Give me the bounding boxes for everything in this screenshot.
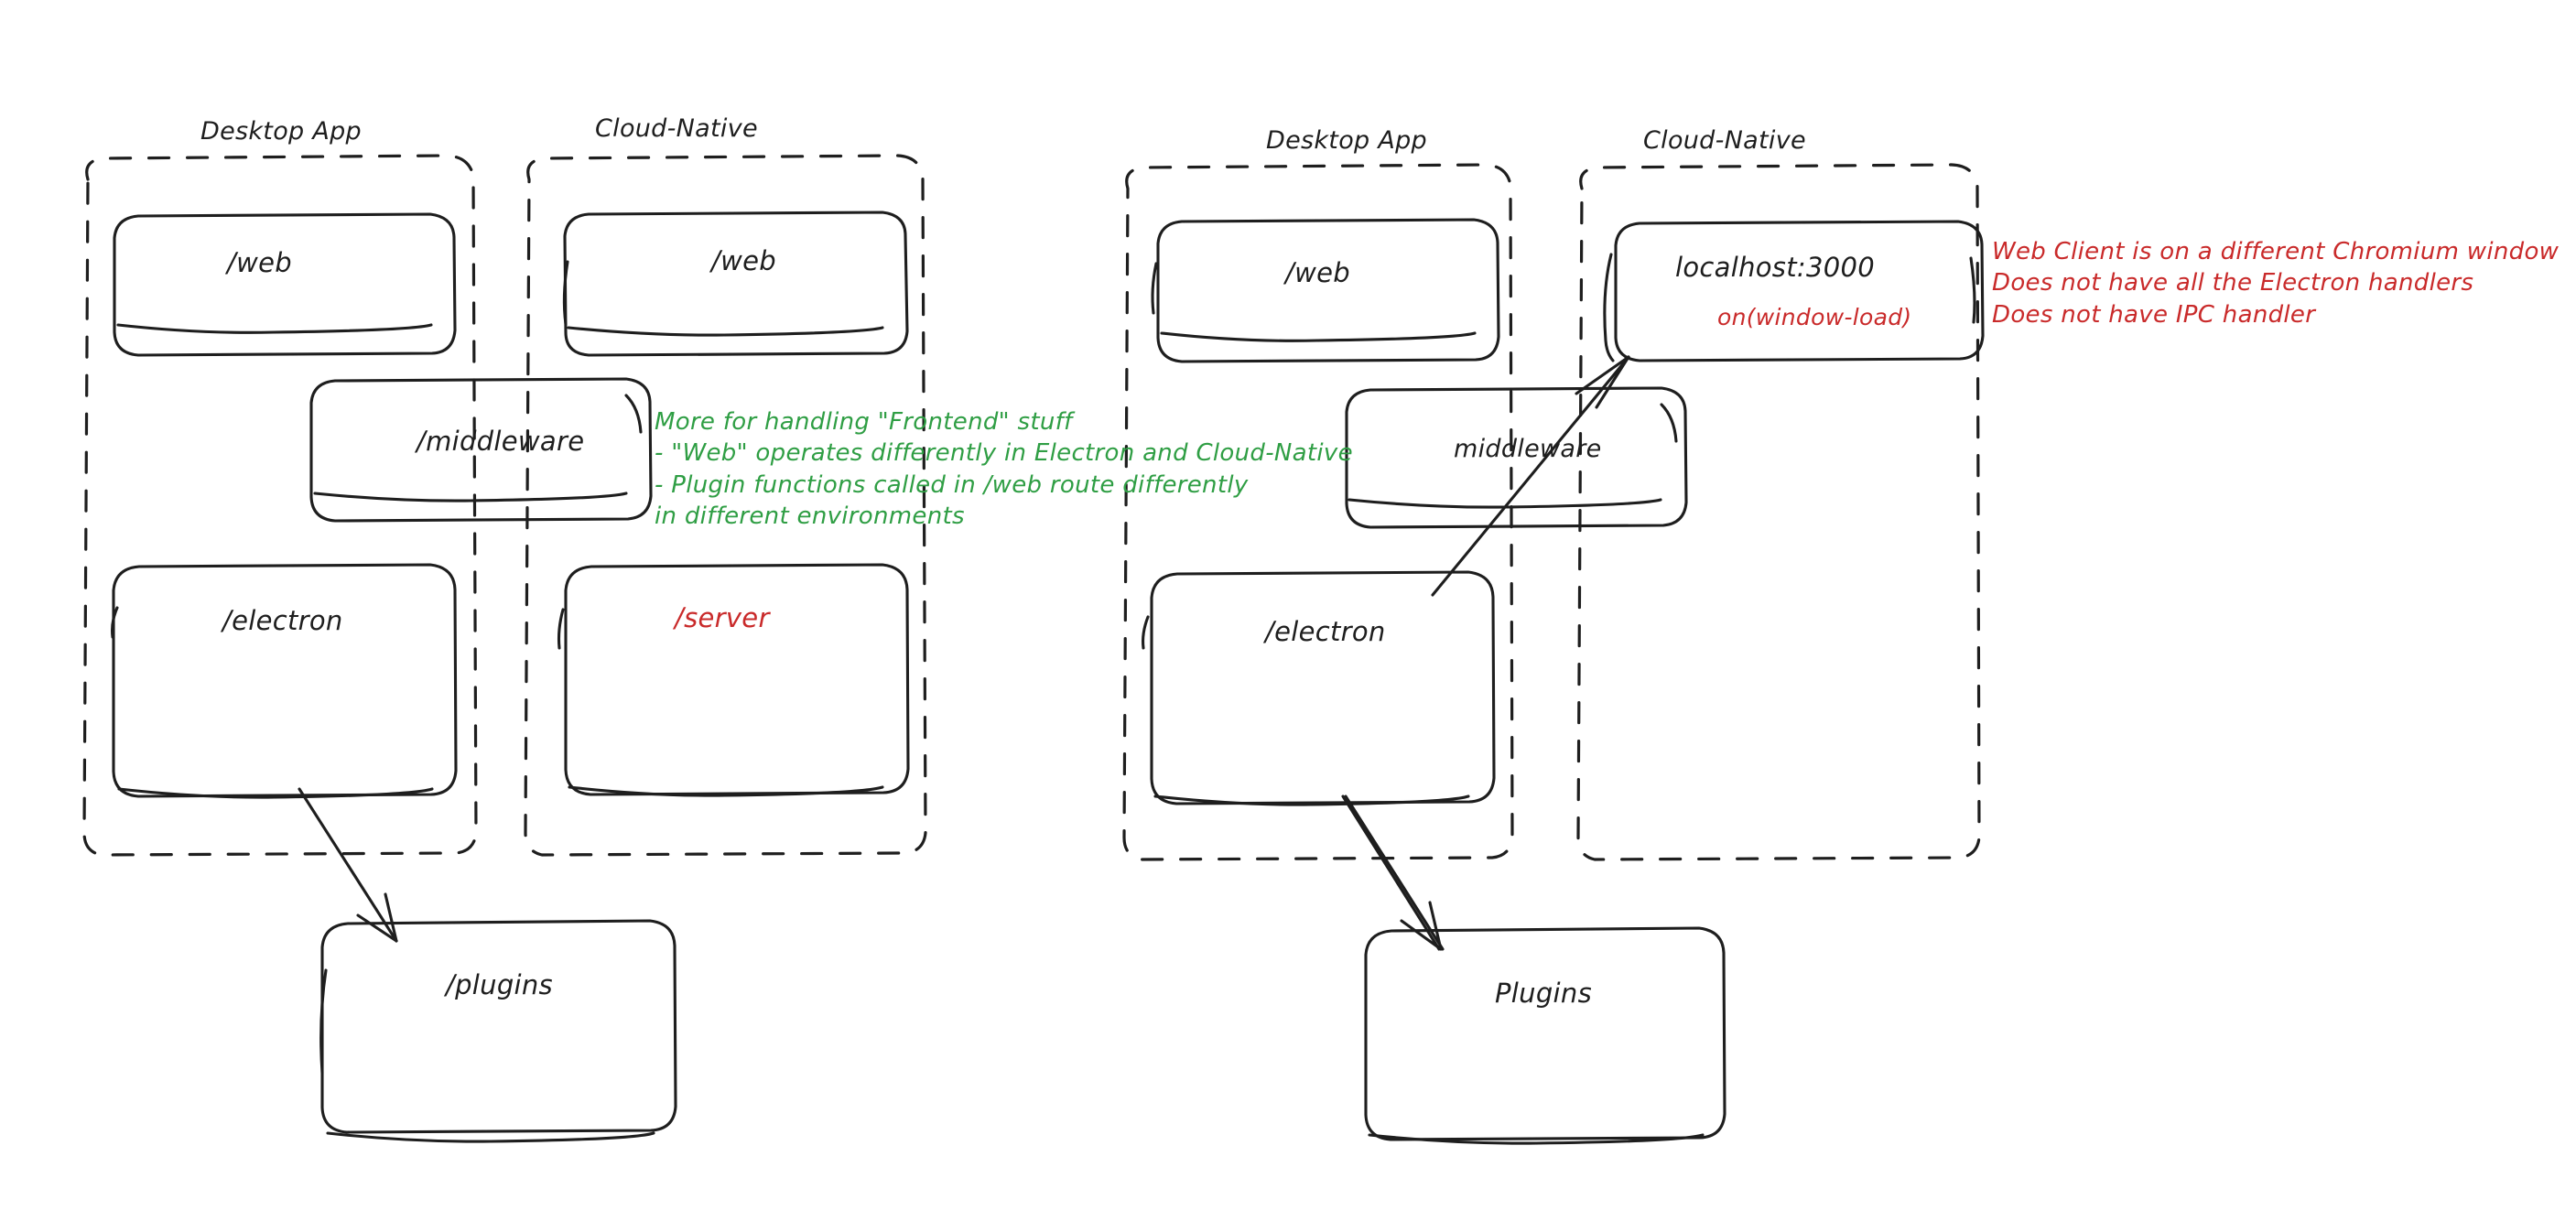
node-l-server	[557, 563, 910, 797]
node-l-web-cloud	[562, 211, 909, 357]
node-r-localhost	[1603, 220, 1985, 362]
annotation-red: Web Client is on a different Chromium wi…	[1992, 236, 2559, 330]
node-l-plugins	[319, 919, 677, 1143]
group-cloud-native-left	[524, 154, 927, 857]
group-desktop-app-left	[82, 154, 478, 857]
annotation-green: More for handling "Frontend" stuff - "We…	[655, 406, 1353, 532]
annotation-red-line-2: Does not have all the Electron handlers	[1992, 269, 2474, 297]
node-r-electron	[1142, 570, 1496, 806]
arrow-r-electron-to-plugins	[1341, 794, 1445, 951]
node-r-web	[1151, 218, 1500, 363]
annotation-green-line-2: - "Web" operates differently in Electron…	[655, 439, 1353, 468]
annotation-green-line-3: - Plugin functions called in /web route …	[655, 470, 1249, 499]
node-l-web-desktop	[113, 212, 457, 357]
annotation-red-line-1: Web Client is on a different Chromium wi…	[1992, 238, 2560, 265]
annotation-green-line-1: More for handling "Frontend" stuff	[655, 408, 1073, 436]
group-cloud-native-right	[1576, 163, 1981, 861]
arrow-l-electron-to-plugins	[298, 787, 398, 943]
node-r-plugins	[1364, 926, 1726, 1145]
node-l-middleware	[309, 377, 653, 523]
annotation-green-line-4: in different environments	[655, 502, 965, 530]
annotation-red-line-3: Does not have IPC handler	[1992, 300, 2316, 329]
arrow-r-electron-to-localhost	[1431, 355, 1630, 597]
node-l-electron	[111, 563, 458, 799]
node-r-middleware	[1345, 386, 1688, 529]
